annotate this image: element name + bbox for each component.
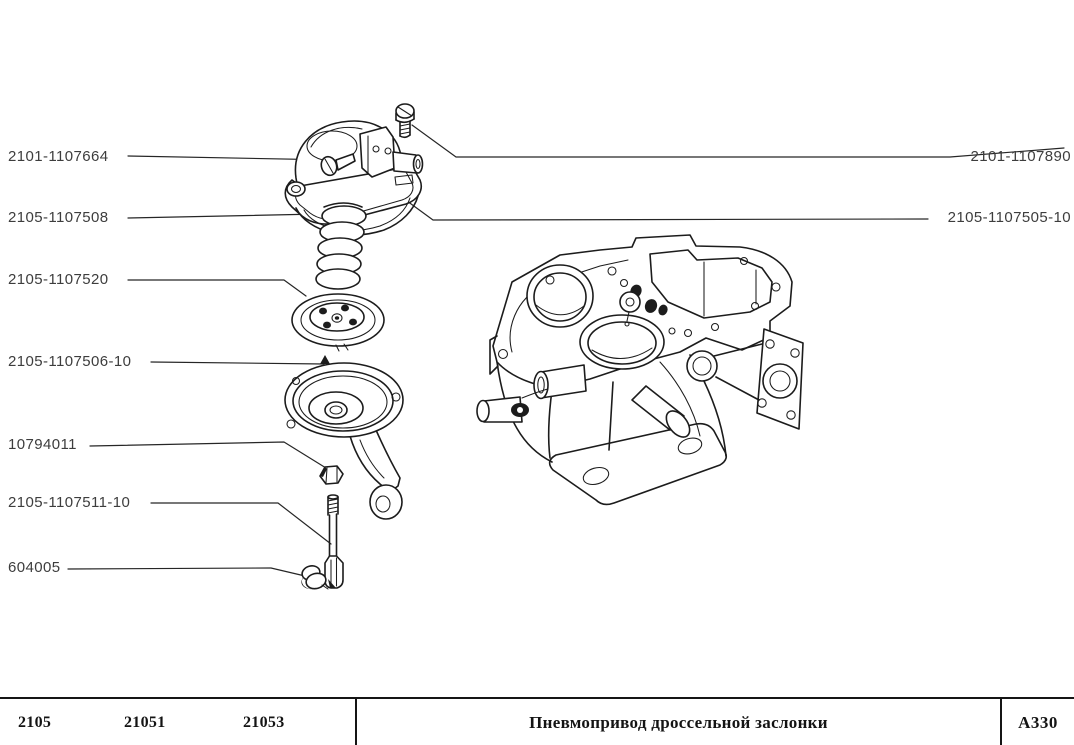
footer-models-cell: 2105 21051 21053 [0, 699, 355, 745]
top-screw-drawing [395, 103, 415, 139]
part-number-label: 10794011 [8, 436, 77, 453]
model-number: 21053 [243, 714, 285, 731]
part-number-label: 2105-1107520 [8, 271, 109, 288]
model-number: 2105 [18, 714, 52, 731]
part-number-label: 2101-1107890 [970, 148, 1071, 165]
leader-lines [67, 124, 1065, 577]
exploded-view-artwork [67, 103, 1065, 590]
model-number: 21051 [124, 714, 166, 731]
retainer-clip-drawing [301, 565, 329, 590]
part-number-label: 2105-1107511-10 [8, 494, 131, 511]
diaphragm-plate-drawing [291, 293, 385, 352]
part-number-label: 2105-1107506-10 [8, 353, 132, 370]
page-title: Пневмопривод дроссельной заслонки [355, 699, 1000, 745]
carburetor-drawing [476, 234, 804, 506]
spring-drawing [315, 202, 367, 290]
actuator-body-drawing [284, 355, 404, 520]
part-number-label: 604005 [8, 559, 61, 576]
page-code: А330 [1000, 699, 1074, 745]
footer-table: 2105 21051 21053 Пневмопривод дроссельно… [0, 697, 1074, 745]
nut-drawing [319, 465, 344, 485]
rod-drawing [324, 494, 344, 589]
part-number-label: 2101-1107664 [8, 148, 109, 165]
part-number-label: 2105-1107505-10 [947, 209, 1071, 226]
cover-drawing [284, 120, 424, 236]
part-number-label: 2105-1107508 [8, 209, 109, 226]
